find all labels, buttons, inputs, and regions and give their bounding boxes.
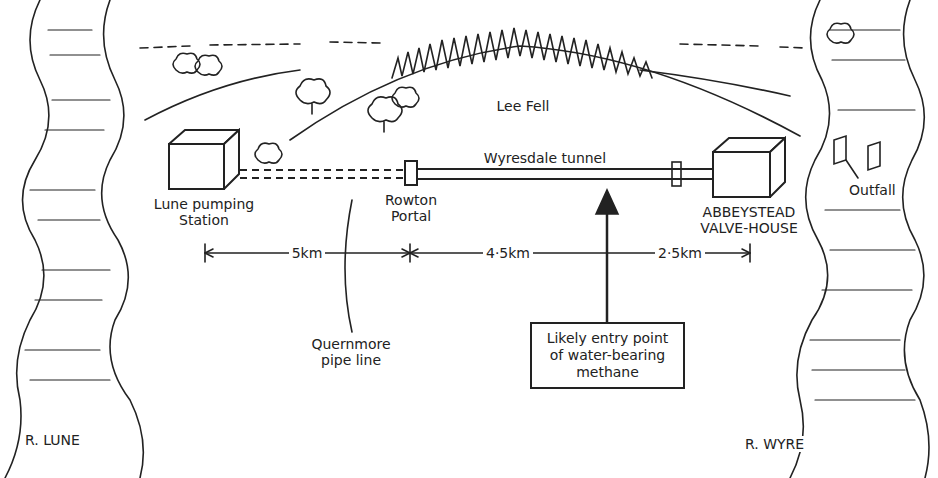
dimension-text: 2·5km bbox=[655, 245, 705, 261]
callout-text: Likely entry point of water-bearing meth… bbox=[540, 330, 675, 381]
tunnel-portal: Rowton Portal bbox=[404, 160, 418, 186]
hill-name: Lee Fell bbox=[478, 98, 568, 114]
building-label: ABBEYSTEAD VALVE-HOUSE bbox=[691, 204, 807, 236]
pipe-connector bbox=[418, 169, 712, 179]
portal-rect bbox=[404, 160, 418, 186]
building-label: Lune pumping Station bbox=[148, 196, 260, 228]
pipe-connector bbox=[240, 170, 404, 178]
callout-box: Likely entry point of water-bearing meth… bbox=[530, 322, 685, 389]
pumping-station: Lune pumping Station bbox=[168, 128, 240, 190]
tunnel-label: Wyresdale tunnel bbox=[484, 150, 606, 166]
river-name: R. LUNE bbox=[22, 432, 83, 448]
building-cube bbox=[168, 128, 240, 190]
valve-house: ABBEYSTEAD VALVE-HOUSE bbox=[712, 136, 786, 198]
dimension-text: 5km bbox=[289, 245, 326, 261]
outfall-label: Outfall bbox=[846, 182, 899, 198]
river-name: R. WYRE bbox=[742, 436, 807, 452]
pipeline-label: Quernmore pipe line bbox=[296, 336, 406, 368]
building-cube bbox=[712, 136, 786, 198]
building-label: Rowton Portal bbox=[376, 192, 446, 224]
dimension-text: 4·5km bbox=[483, 245, 533, 261]
